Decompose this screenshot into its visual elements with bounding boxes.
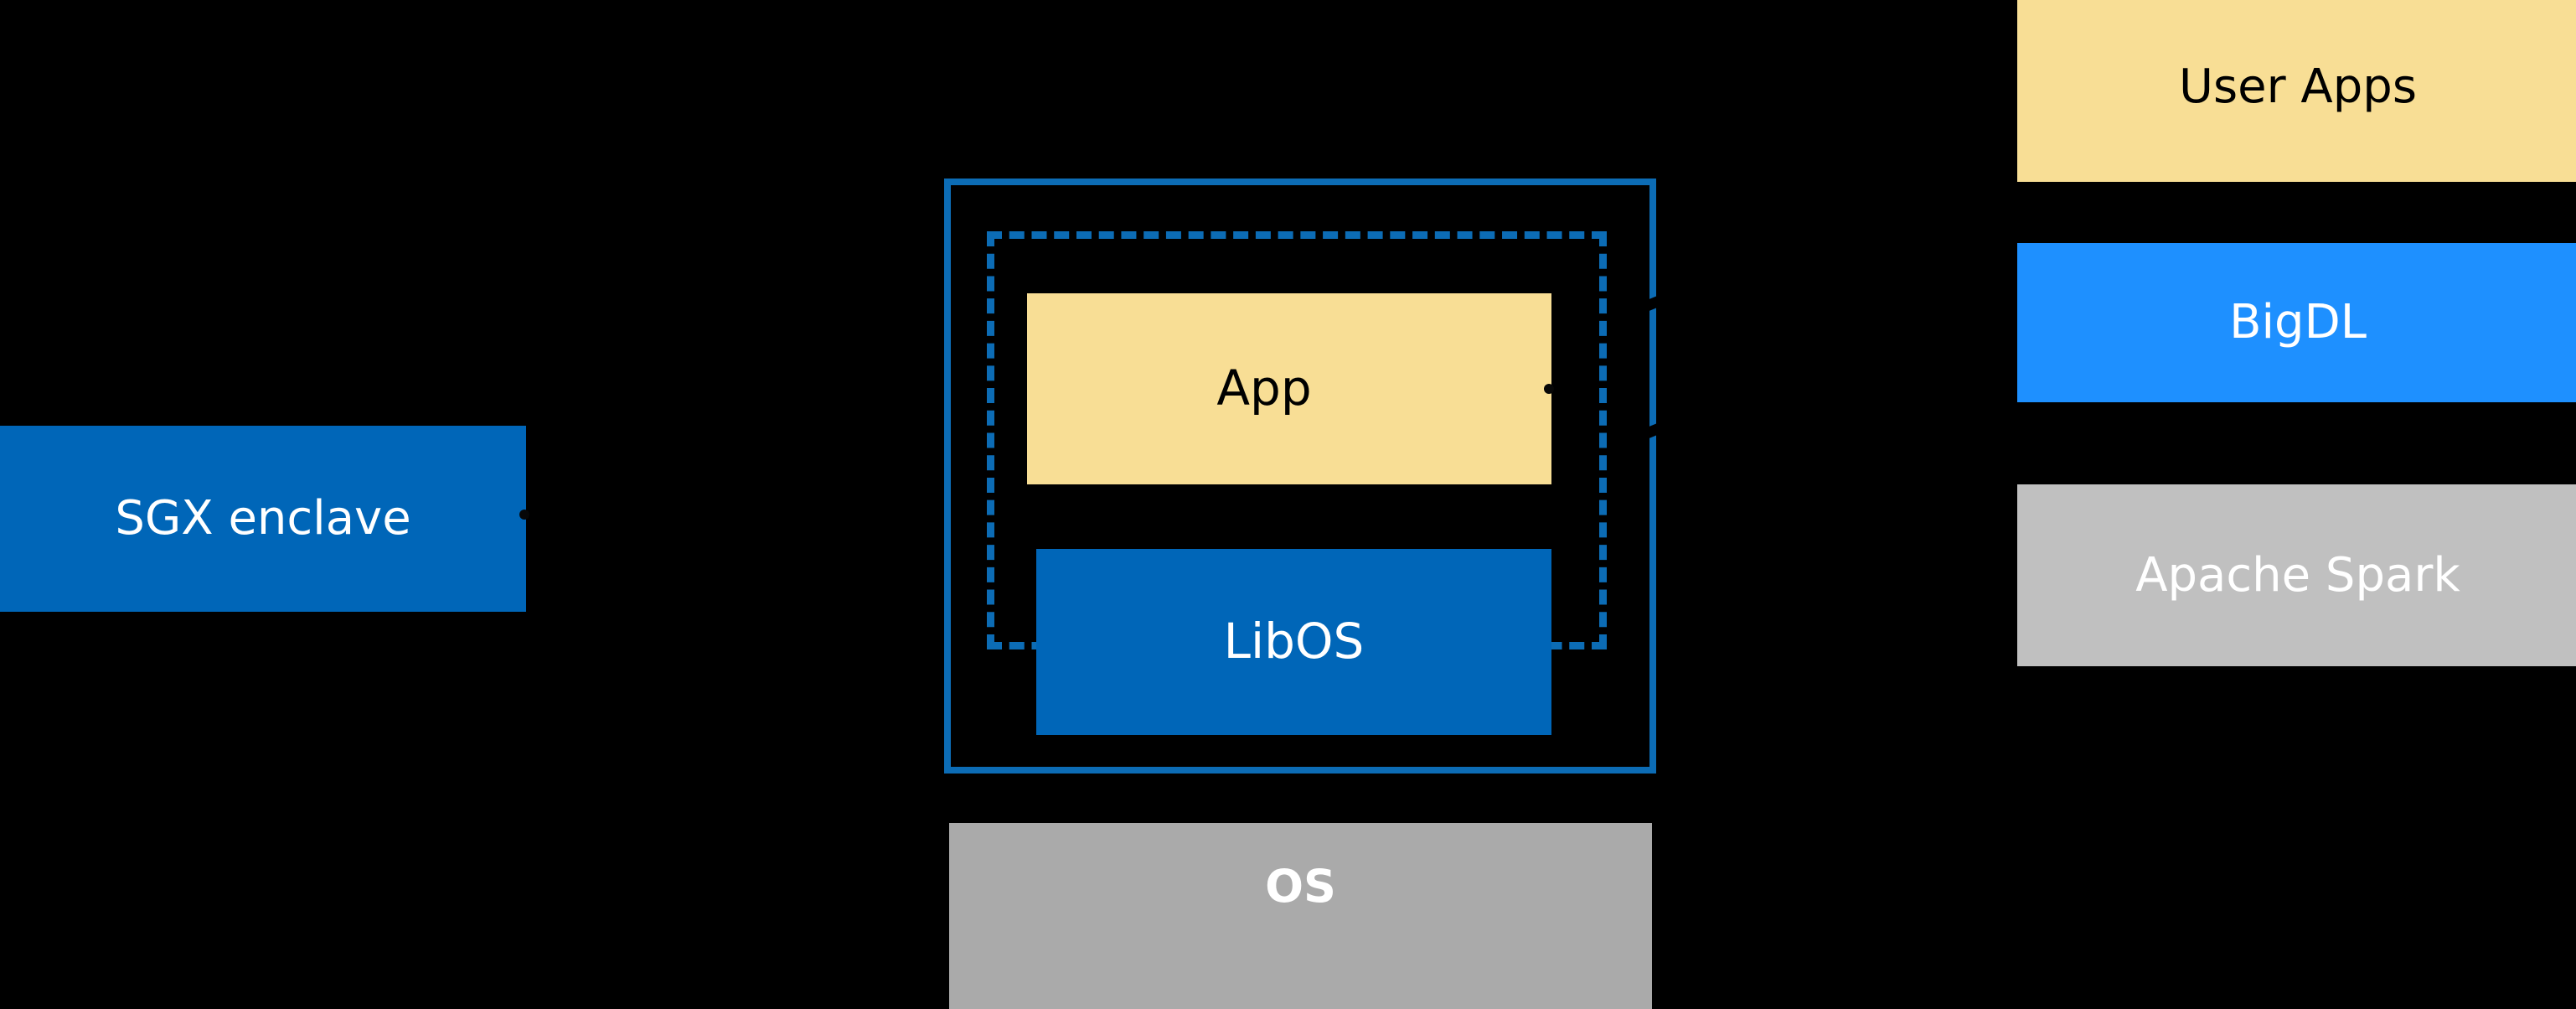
sgx-enclave-label: SGX enclave <box>115 491 411 546</box>
user-apps-label: User Apps <box>2178 60 2418 115</box>
enclave-boundary-outline <box>944 179 1656 774</box>
bigdl-label: BigDL <box>2229 295 2367 350</box>
app-box: App <box>1027 293 1551 484</box>
apache-spark-box: Apache Spark <box>2017 484 2576 666</box>
os-box: OS <box>949 823 1652 1009</box>
app-label: App <box>1216 360 1312 417</box>
bigdl-box: BigDL <box>2017 243 2576 402</box>
libos-box: LibOS <box>1036 549 1551 735</box>
libos-label: LibOS <box>1223 613 1365 670</box>
sgx-enclave-label-box: SGX enclave <box>0 426 526 612</box>
apache-spark-label: Apache Spark <box>2135 547 2460 603</box>
app-leader-dot <box>1544 384 1554 394</box>
user-apps-box: User Apps <box>2017 0 2576 182</box>
os-label: OS <box>1265 860 1336 913</box>
sgx-enclave-leader-dot <box>519 510 529 520</box>
